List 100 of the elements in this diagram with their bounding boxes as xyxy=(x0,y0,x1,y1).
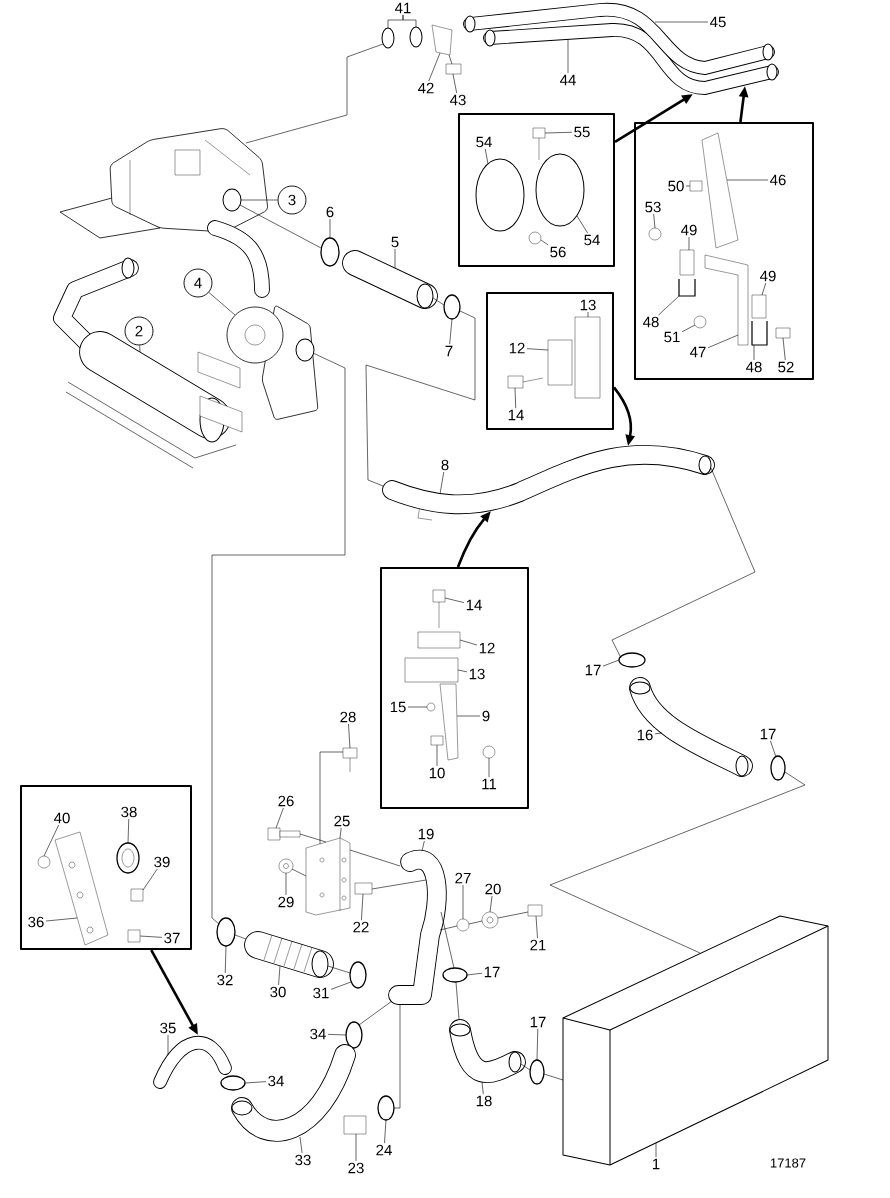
assembly-line xyxy=(439,925,458,931)
leader-line xyxy=(428,52,441,82)
bolt xyxy=(532,127,546,161)
callout-number: 10 xyxy=(427,766,447,780)
callout-number: 38 xyxy=(119,805,139,819)
leader-line xyxy=(770,740,777,758)
leader-line xyxy=(576,215,588,234)
leader-line xyxy=(329,218,331,239)
bolt xyxy=(342,747,358,773)
clamp xyxy=(751,320,768,346)
sealing-ring xyxy=(381,27,395,49)
hose xyxy=(342,250,438,309)
leader-line xyxy=(535,915,538,939)
leader-line xyxy=(526,348,549,351)
callout-number: 53 xyxy=(643,200,663,214)
callout-number: 19 xyxy=(416,827,436,841)
callout-number: 54 xyxy=(582,233,602,247)
leader-line xyxy=(753,344,755,361)
callout-number: 47 xyxy=(688,345,708,359)
bracket xyxy=(704,254,749,346)
callout-number: 14 xyxy=(464,598,484,612)
hose-clamp xyxy=(442,967,468,983)
hose-clamp xyxy=(535,153,585,227)
clip xyxy=(547,339,573,386)
leader-line xyxy=(384,1119,387,1144)
bolt xyxy=(445,63,462,75)
assembly-line xyxy=(432,297,445,306)
callout-number: 55 xyxy=(572,125,592,139)
hose xyxy=(231,1044,356,1142)
callout-number: 24 xyxy=(374,1143,394,1157)
callout-number: 34 xyxy=(308,1027,328,1041)
callout-number: 30 xyxy=(268,985,288,999)
callout-number: 13 xyxy=(467,667,487,681)
leader-line xyxy=(285,872,287,896)
hose-clamp xyxy=(377,1095,395,1121)
leader-line xyxy=(139,935,163,938)
callout-number: 43 xyxy=(448,93,468,107)
leader-line xyxy=(481,1081,484,1095)
leader-line xyxy=(489,895,493,913)
hose-clamp xyxy=(349,961,367,989)
leader-line xyxy=(653,213,656,229)
callout-number: 37 xyxy=(162,931,182,945)
callout-number: 17 xyxy=(758,727,778,741)
bolt xyxy=(267,827,301,841)
nut xyxy=(482,745,496,759)
hose xyxy=(382,445,715,521)
leader-line xyxy=(45,917,78,922)
assembly-line xyxy=(440,911,455,969)
leader-line xyxy=(536,1028,539,1061)
assembly-line xyxy=(245,43,384,144)
bolt xyxy=(432,589,446,629)
plate xyxy=(679,249,695,276)
nut xyxy=(456,918,470,932)
assembly-line xyxy=(319,751,344,845)
assembly-line xyxy=(371,879,427,890)
leader-line xyxy=(240,199,278,201)
callout-number: 27 xyxy=(453,871,473,885)
assembly-line xyxy=(393,1003,401,1109)
leader-line xyxy=(127,818,130,844)
leader-line xyxy=(707,334,739,349)
callout-number: 29 xyxy=(276,895,296,909)
leader-line xyxy=(436,744,438,767)
hose-clamp xyxy=(220,1075,246,1091)
callout-number: 46 xyxy=(768,173,788,187)
hose-clamp xyxy=(116,842,140,874)
detail-inset-frame xyxy=(20,785,192,950)
nut xyxy=(648,227,662,241)
hose-clamp xyxy=(475,158,525,232)
callout-number: 49 xyxy=(679,223,699,237)
leader-line xyxy=(444,597,465,603)
callout-number: 11 xyxy=(479,777,499,791)
sealing-ring xyxy=(409,26,423,48)
assembly-line xyxy=(520,1063,531,1071)
nut xyxy=(37,855,51,869)
leader-line xyxy=(681,324,696,333)
leader-line xyxy=(688,236,690,251)
assembly-line xyxy=(497,911,529,919)
clamp xyxy=(678,278,696,297)
leader-line xyxy=(567,38,569,74)
hose-clamp xyxy=(443,294,461,320)
callout-number: 32 xyxy=(215,973,235,987)
hose-clamp xyxy=(618,652,646,668)
leader-line xyxy=(655,1142,657,1158)
leader-line xyxy=(782,337,786,361)
callout-number: 35 xyxy=(158,1021,178,1035)
plate xyxy=(574,316,601,399)
bolt xyxy=(130,888,144,902)
leader-line xyxy=(339,827,342,839)
assembly-line xyxy=(455,981,460,1020)
bolt xyxy=(507,375,544,389)
leader-line xyxy=(348,723,351,749)
bolt xyxy=(775,327,791,339)
leader-line xyxy=(544,132,573,134)
callout-number: 17 xyxy=(583,663,603,677)
callout-number: 49 xyxy=(758,269,778,283)
bracket xyxy=(701,132,739,249)
washer xyxy=(481,911,499,929)
pipe xyxy=(388,849,447,1005)
leader-line xyxy=(488,757,490,778)
muffler-drawing xyxy=(53,257,243,469)
